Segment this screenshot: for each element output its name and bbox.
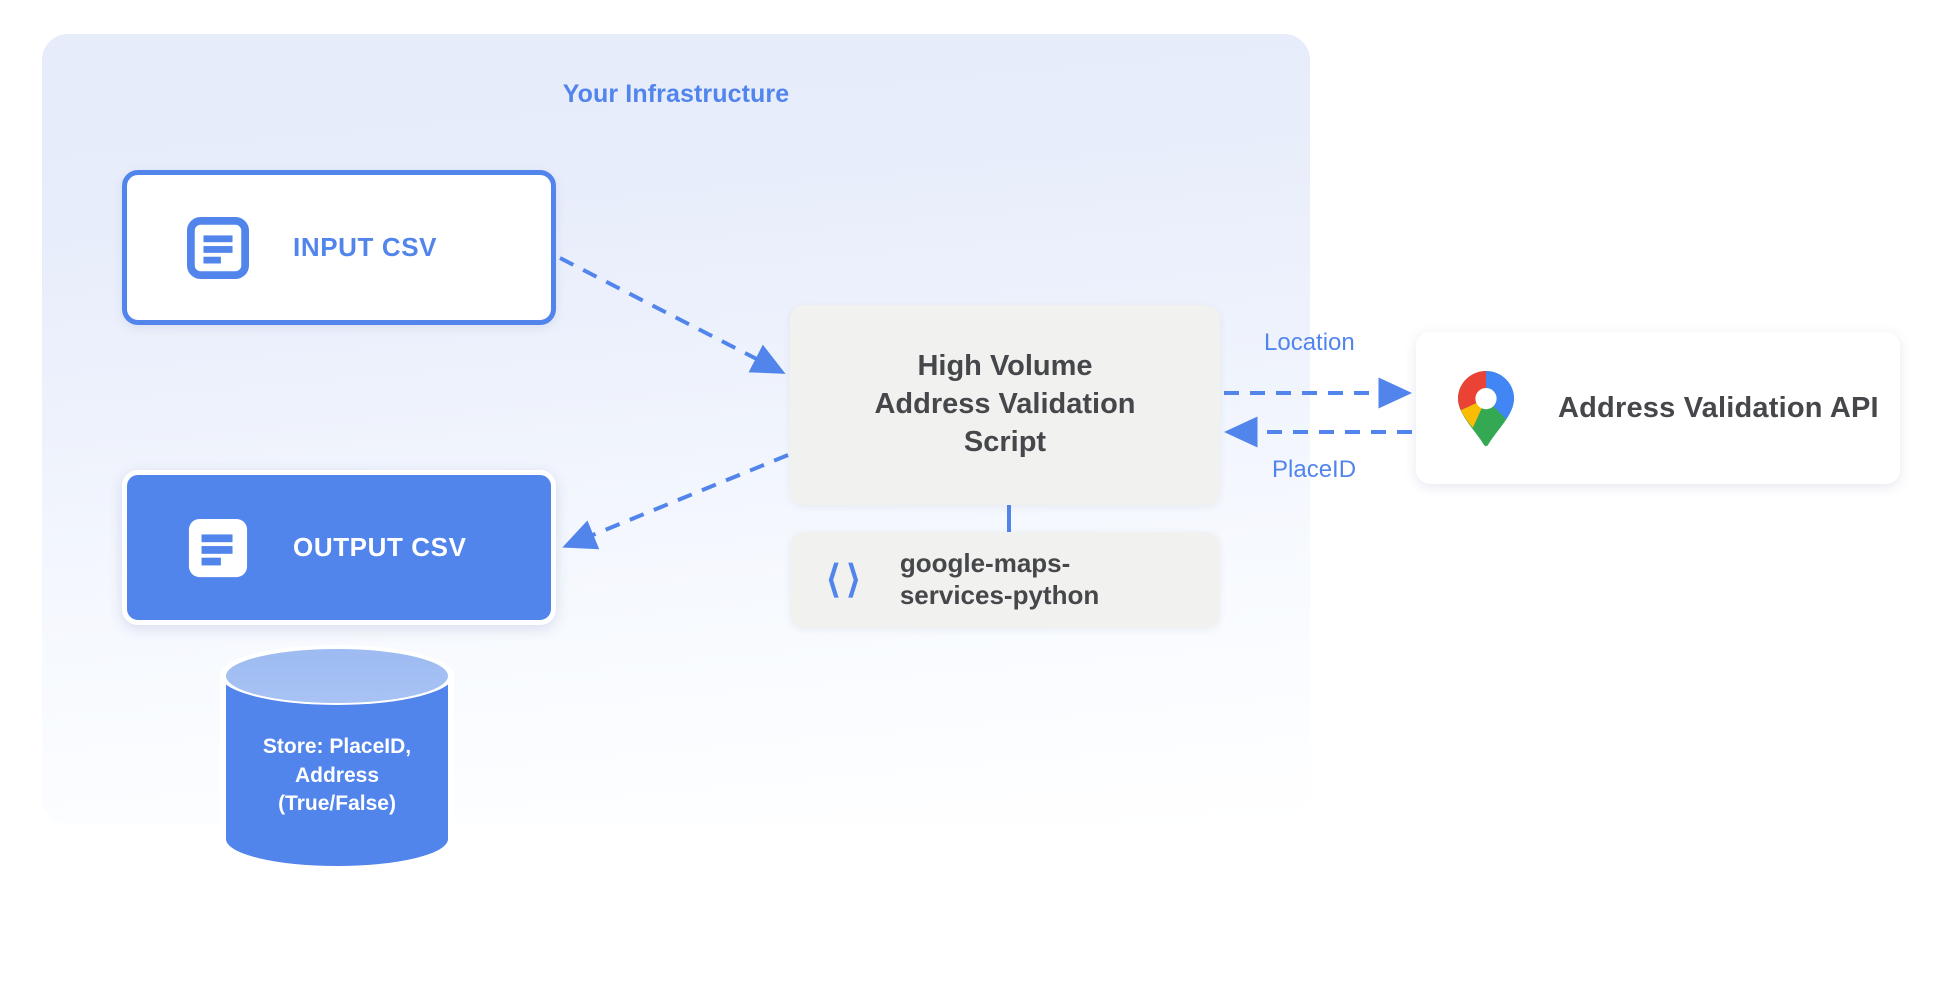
api-label: Address Validation API	[1558, 391, 1879, 424]
node-library[interactable]: ⟨ ⟩ google-maps- services-python	[790, 532, 1220, 628]
output-csv-label: OUTPUT CSV	[293, 532, 467, 562]
database-cylinder-icon	[220, 645, 454, 871]
library-line-1: google-maps-	[899, 548, 1071, 579]
script-line-3: Script	[963, 425, 1047, 458]
document-icon	[188, 518, 248, 577]
library-line-2: services-python	[899, 580, 1100, 610]
script-line-2: Address Validation	[874, 388, 1136, 421]
node-database[interactable]: Store: PlaceID, Address (True/False)	[212, 645, 462, 875]
infrastructure-title: Your Infrastructure	[562, 80, 790, 108]
code-brackets-icon: ⟨ ⟩	[826, 559, 862, 601]
node-output-csv[interactable]: OUTPUT CSV	[122, 470, 556, 625]
document-icon	[187, 216, 249, 279]
edge-label-placeid: PlaceID	[1272, 456, 1357, 483]
node-script[interactable]: High Volume Address Validation Script	[790, 305, 1220, 505]
node-input-csv[interactable]: INPUT CSV	[122, 170, 556, 325]
script-line-1: High Volume	[917, 350, 1093, 383]
node-address-validation-api[interactable]: Address Validation API	[1416, 332, 1900, 484]
edge-label-location: Location	[1264, 329, 1355, 356]
input-csv-label: INPUT CSV	[293, 232, 438, 262]
google-maps-pin-icon	[1458, 371, 1514, 447]
edge-script-to-library	[1007, 505, 1011, 533]
